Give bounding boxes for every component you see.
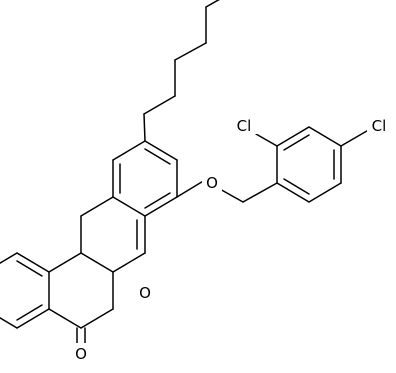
- bond: [283, 134, 310, 151]
- bond: [340, 127, 373, 147]
- bond: [283, 178, 310, 195]
- bond: [112, 196, 146, 217]
- bond: [48, 308, 82, 329]
- bond: [16, 304, 43, 321]
- bond: [144, 196, 178, 217]
- bond: [255, 133, 278, 147]
- hexyl-chain: [143, 0, 220, 142]
- bond: [144, 192, 171, 209]
- bond: [112, 252, 146, 273]
- bond: [144, 140, 178, 161]
- benzyloxy-linker: [176, 179, 278, 203]
- bond: [144, 148, 171, 165]
- bond: [276, 126, 310, 147]
- bond: [16, 252, 50, 273]
- bond: [276, 182, 310, 203]
- bond: [80, 196, 114, 217]
- bond: [217, 187, 244, 203]
- bond: [0, 317, 18, 329]
- bond: [0, 252, 18, 264]
- bond: [16, 308, 50, 329]
- central-benzene-ring: [112, 140, 178, 217]
- chlorine-ortho-label: Cl: [237, 117, 252, 135]
- atom-labels: O O O Cl Cl: [70, 116, 393, 363]
- lactone-ring: [48, 196, 146, 329]
- bond: [143, 113, 146, 142]
- bond: [80, 308, 114, 329]
- ring-oxygen-label: O: [139, 284, 151, 302]
- ether-oxygen-label: O: [206, 174, 218, 192]
- bond: [16, 260, 43, 277]
- bond: [308, 126, 342, 147]
- bond: [205, 0, 220, 8]
- bond: [308, 182, 342, 203]
- chlorine-para-label: Cl: [372, 117, 387, 135]
- bond: [174, 42, 207, 61]
- bond: [48, 252, 82, 273]
- dichlorophenyl-ring: [255, 126, 373, 203]
- bond: [80, 252, 114, 273]
- bond: [143, 95, 176, 115]
- bond: [176, 179, 206, 198]
- bond: [242, 182, 278, 203]
- bond: [112, 140, 146, 161]
- carbonyl-oxygen-label: O: [75, 345, 87, 363]
- benzo-ring: [0, 252, 50, 329]
